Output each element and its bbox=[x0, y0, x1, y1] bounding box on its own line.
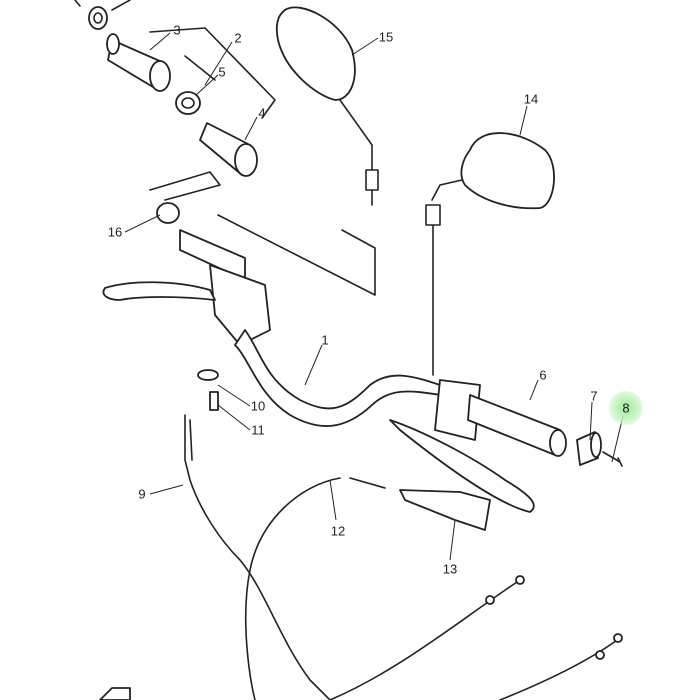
handlebar bbox=[102, 214, 623, 513]
mirror-left bbox=[275, 6, 379, 206]
clamp-parts bbox=[197, 369, 219, 411]
part-label-3[interactable]: 3 bbox=[173, 22, 181, 38]
part-label-7[interactable]: 7 bbox=[590, 388, 598, 404]
grip-parts bbox=[74, 0, 276, 224]
part-label-1[interactable]: 1 bbox=[321, 332, 329, 348]
part-label-10[interactable]: 10 bbox=[250, 398, 266, 414]
part-label-12[interactable]: 12 bbox=[330, 523, 346, 539]
part-label-9[interactable]: 9 bbox=[138, 486, 146, 502]
part-label-15[interactable]: 15 bbox=[378, 29, 394, 45]
part-label-16[interactable]: 16 bbox=[107, 224, 123, 240]
part-label-5[interactable]: 5 bbox=[218, 64, 226, 80]
part-label-14[interactable]: 14 bbox=[523, 91, 539, 107]
highlight-marker bbox=[609, 391, 643, 425]
part-label-2[interactable]: 2 bbox=[234, 30, 242, 46]
leader-lines bbox=[124, 32, 624, 561]
partial-part bbox=[99, 687, 131, 700]
part-label-8[interactable]: 8 bbox=[622, 400, 630, 416]
cables bbox=[184, 414, 623, 700]
part-label-4[interactable]: 4 bbox=[258, 105, 266, 121]
part-label-6[interactable]: 6 bbox=[539, 367, 547, 383]
mirror-right bbox=[425, 132, 555, 376]
part-label-11[interactable]: 11 bbox=[251, 422, 265, 438]
part-label-13[interactable]: 13 bbox=[442, 561, 458, 577]
cable-boot bbox=[399, 489, 491, 531]
